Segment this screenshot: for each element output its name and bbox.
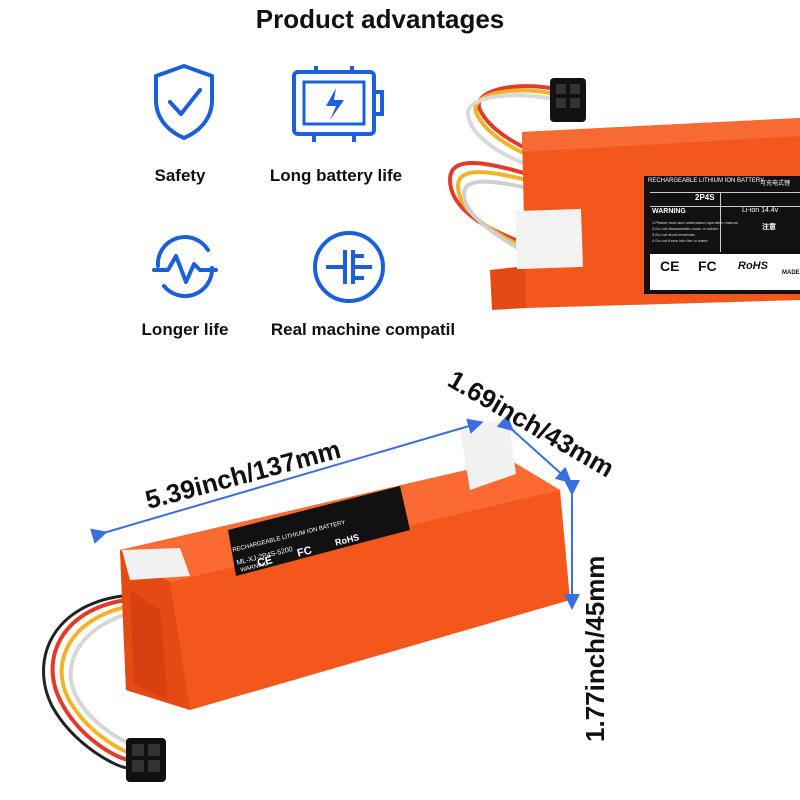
battery-label-top-model: 2P4S (695, 193, 715, 202)
feature-label-real-machine-compatible: Real machine compatil (270, 320, 456, 339)
battery-label-top-spec: Li-ion 14.4v (742, 207, 779, 214)
battery-label-top-line-3: 3.Do not short terminals. (652, 232, 696, 237)
battery-label-top-cert-rohs: RoHS (738, 260, 768, 272)
battery-label-top-heading-cn: 可充电式锂 (760, 181, 791, 187)
battery-label-top-line-4: 4.Do not throw into fire or water. (652, 238, 709, 243)
length-arrow (90, 418, 484, 544)
shield-check-icon (154, 64, 214, 140)
page-title: Product advantages (255, 4, 505, 34)
feature-label-safety: Safety (154, 166, 206, 185)
battery-label-top-line-1: 1.Please read and understand operation m… (652, 220, 738, 225)
battery-charge-icon (292, 66, 384, 142)
feature-label-long-battery-life: Long battery life (269, 166, 403, 185)
feature-label-longer-life: Longer life (141, 320, 229, 339)
heartbeat-icon (152, 235, 218, 299)
battery-label-top-warning: WARNING (652, 208, 686, 215)
battery-label-top-line-2: 2.Do not disassemble,crush or solder. (652, 226, 719, 231)
battery-label-top-heading: RECHARGEABLE LITHIUM ION BATTERY (648, 178, 765, 184)
connector-icon (313, 231, 385, 303)
battery-image-top (447, 78, 800, 310)
dimension-height: 1.77inch/45mm (580, 555, 610, 742)
battery-label-top-warning-cn: 注意 (762, 224, 776, 231)
battery-label-top-made: MADE (782, 270, 800, 276)
battery-label-top-cert-fc: FC (698, 258, 717, 274)
width-arrow (496, 414, 572, 484)
battery-label-top-cert-ce: CE (660, 258, 680, 274)
